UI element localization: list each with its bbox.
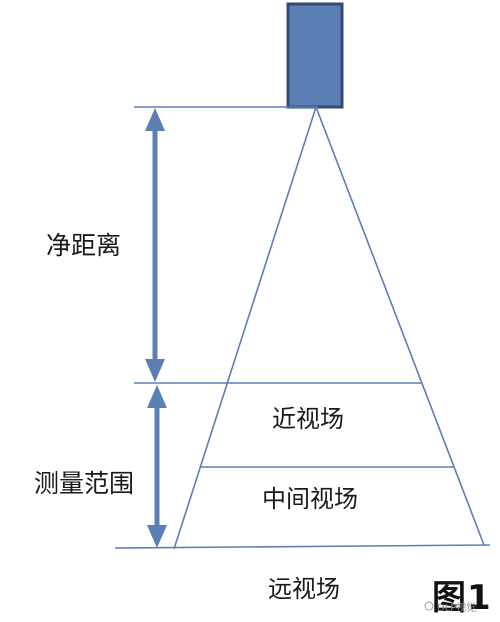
near-field-label: 近视场 [272,405,344,433]
sensor-box [286,2,344,109]
watermark-icon [424,601,434,611]
middle-field-label: 中间视场 [262,485,358,513]
measure-range-label: 测量范围 [34,469,135,498]
fov-left-edge [173,106,317,550]
far-field-line [114,544,491,549]
watermark-text: DLP视觉 [437,603,477,614]
figure-label: 图1 [432,578,492,618]
measure-range-arrow [147,385,167,548]
fov-right-edge [315,106,485,546]
far-field-label: 远视场 [268,575,340,603]
clear-distance-arrow [145,108,165,382]
clear-distance-label: 净距离 [46,231,122,260]
